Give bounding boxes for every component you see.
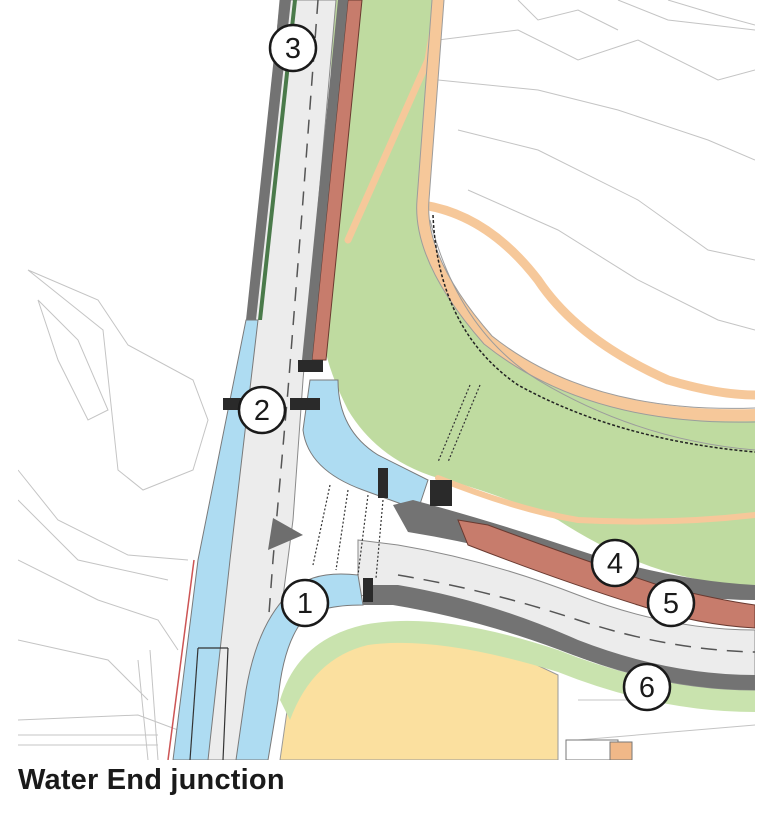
west-footway-thin (258, 0, 297, 320)
crossing-area-1 (235, 573, 364, 760)
west-red-edge (167, 559, 195, 760)
crossing-lines (312, 384, 481, 579)
marker-2-label: 2 (254, 395, 270, 427)
green-verge-main (323, 0, 755, 585)
north-footway-east (302, 0, 348, 360)
marker-6: 6 (622, 662, 672, 712)
marker-3-label: 3 (285, 33, 301, 65)
marker-1-label: 1 (297, 588, 313, 620)
boundary-path-edges (416, 0, 755, 451)
marker-3: 3 (268, 23, 318, 73)
west-shared-path (172, 319, 259, 760)
direction-arrow (268, 518, 303, 550)
south-lane-lines (189, 647, 229, 760)
junction-plan: 3 2 1 4 5 6 (18, 0, 755, 760)
west-footway (246, 0, 291, 320)
marker-1: 1 (280, 578, 330, 628)
marker-4-label: 4 (607, 548, 623, 580)
context-linework (18, 0, 755, 760)
inner-dashed-track (432, 214, 755, 453)
marker-6-label: 6 (639, 672, 655, 704)
marker-5: 5 (646, 578, 696, 628)
marker-5-label: 5 (663, 588, 679, 620)
crossing-area-2 (302, 379, 429, 511)
east-footway-south (363, 585, 755, 690)
east-arm-centre-line (397, 574, 755, 653)
tactile-paving (223, 360, 452, 602)
marker-2: 2 (237, 385, 287, 435)
small-building (565, 739, 633, 760)
marker-4: 4 (590, 538, 640, 588)
map-caption: Water End junction (18, 764, 285, 796)
